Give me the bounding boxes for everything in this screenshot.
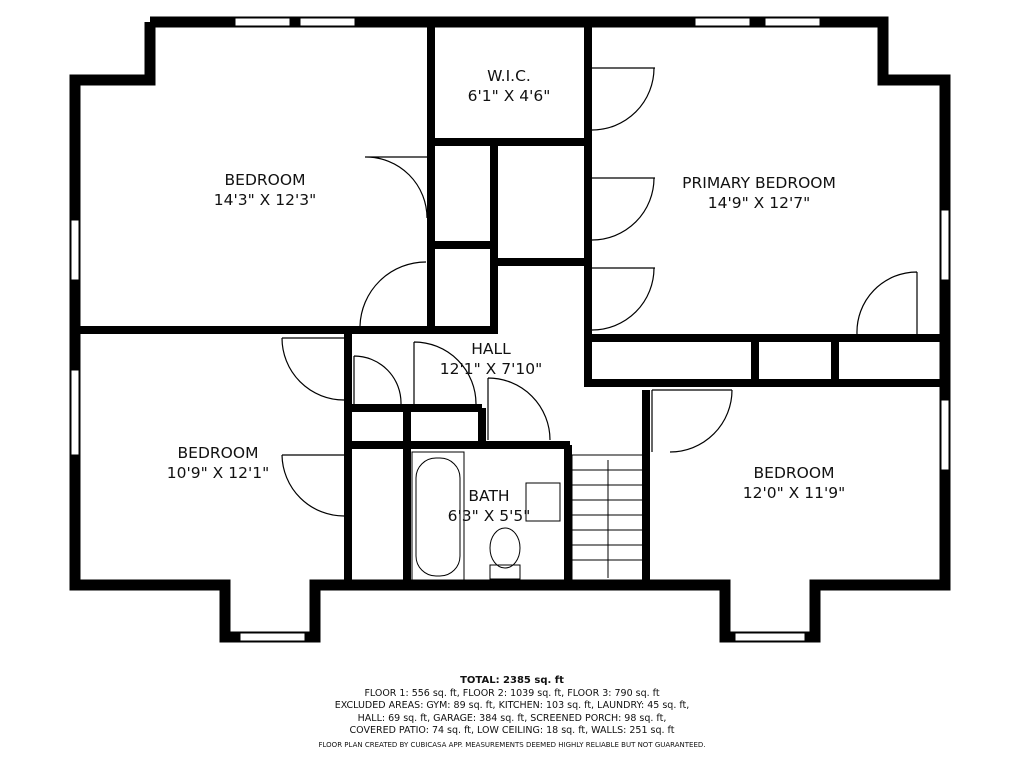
disclaimer: FLOOR PLAN CREATED BY CUBICASA APP. MEAS… <box>318 741 706 749</box>
bath-fixtures <box>411 451 561 581</box>
room-name: HALL <box>471 340 511 358</box>
room-name: BATH <box>468 487 510 505</box>
excluded-areas-2: HALL: 69 sq. ft, GARAGE: 384 sq. ft, SCR… <box>357 712 667 724</box>
toilet <box>489 564 521 580</box>
room-size: 14'9" X 12'7" <box>707 194 811 212</box>
room-size: 12'0" X 11'9" <box>742 484 846 502</box>
doors <box>281 67 918 517</box>
room-bedroom-3: BEDROOM 12'0" X 11'9" <box>743 463 845 503</box>
stairs <box>571 454 645 582</box>
room-bedroom-2: BEDROOM 10'9" X 12'1" <box>167 443 269 483</box>
area-summary: TOTAL: 2385 sq. ft FLOOR 1: 556 sq. ft, … <box>0 675 1024 738</box>
room-wic: W.I.C. 6'1" X 4'6" <box>468 66 551 106</box>
room-size: 6'1" X 4'6" <box>467 87 551 105</box>
excluded-areas-3: COVERED PATIO: 74 sq. ft, LOW CEILING: 1… <box>349 725 675 736</box>
excluded-areas-1: EXCLUDED AREAS: GYM: 89 sq. ft, KITCHEN:… <box>334 700 690 711</box>
room-bedroom-1: BEDROOM 14'3" X 12'3" <box>214 170 316 210</box>
room-name: PRIMARY BEDROOM <box>682 174 836 192</box>
room-size: 14'3" X 12'3" <box>213 191 317 209</box>
room-name: W.I.C. <box>487 67 531 85</box>
bathtub <box>411 451 465 581</box>
room-size: 6'3" X 5'5" <box>447 507 531 525</box>
floor-areas: FLOOR 1: 556 sq. ft, FLOOR 2: 1039 sq. f… <box>364 687 660 699</box>
room-bath: BATH 6'3" X 5'5" <box>448 486 531 526</box>
windows <box>70 17 950 642</box>
total-area: TOTAL: 2385 sq. ft <box>460 675 564 686</box>
sink <box>525 482 561 522</box>
room-size: 10'9" X 12'1" <box>166 464 270 482</box>
interior-walls <box>75 22 949 585</box>
room-primary-bedroom: PRIMARY BEDROOM 14'9" X 12'7" <box>682 173 836 213</box>
room-size: 12'1" X 7'10" <box>439 360 543 378</box>
room-hall: HALL 12'1" X 7'10" <box>440 339 542 379</box>
room-name: BEDROOM <box>753 464 835 482</box>
room-name: BEDROOM <box>224 171 306 189</box>
room-name: BEDROOM <box>177 444 259 462</box>
